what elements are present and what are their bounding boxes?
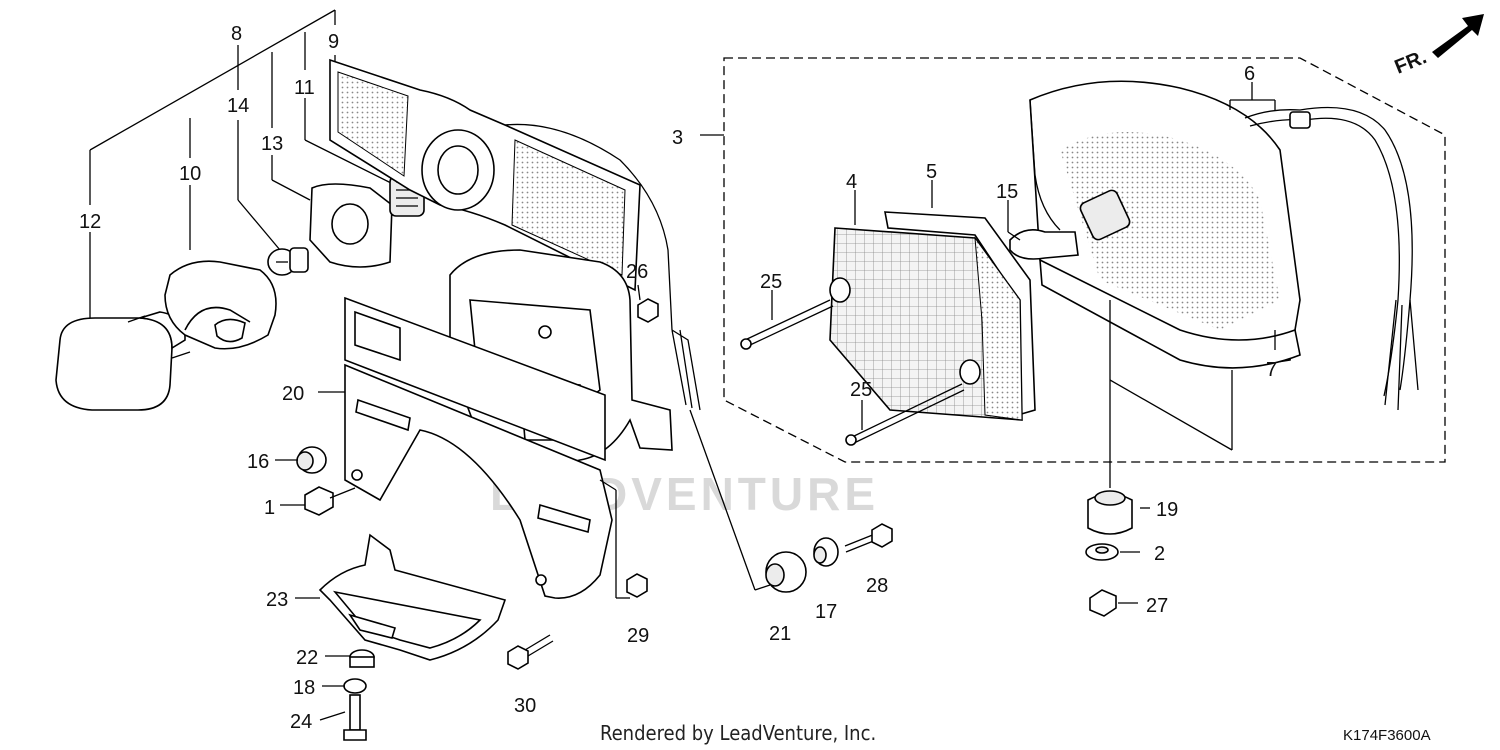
callout-1: 1	[264, 497, 275, 519]
lens-screw-upper	[740, 290, 834, 350]
grommet-16	[296, 446, 327, 474]
callout-19: 19	[1156, 499, 1178, 521]
callout-16: 16	[247, 451, 269, 473]
mud-flap-plate	[318, 533, 507, 661]
callout-12: 12	[79, 211, 101, 233]
callout-9: 9	[328, 31, 339, 53]
callout-30: 30	[514, 695, 536, 717]
taillight-wiring	[1229, 82, 1419, 411]
callout-labels: 1 2 3 4 5 6 7 8 9 10 11 12 13 14 15 16 1…	[79, 23, 1277, 733]
callout-8: 8	[231, 23, 242, 45]
screw-24	[343, 694, 367, 741]
turn-signal-lens	[55, 311, 191, 411]
callout-29: 29	[627, 625, 649, 647]
callout-20: 20	[282, 383, 304, 405]
bulb	[267, 247, 309, 276]
callout-10: 10	[179, 163, 201, 185]
diagram-code: K174F3600A	[1343, 727, 1431, 744]
callout-5: 5	[926, 161, 937, 183]
turn-signal-housing	[164, 260, 277, 350]
nut-29	[626, 573, 648, 598]
callout-2: 2	[1154, 543, 1165, 565]
callout-6: 6	[1244, 63, 1255, 85]
washer-18	[343, 678, 367, 694]
callout-25-lower: 25	[850, 379, 872, 401]
callout-24: 24	[290, 711, 312, 733]
direction-label: FR.	[1392, 46, 1430, 78]
callout-25-upper: 25	[760, 271, 782, 293]
center-leader-lines	[275, 284, 771, 721]
rubber-mount-19	[1087, 490, 1150, 535]
footer-credit: Rendered by LeadVenture, Inc.	[600, 721, 876, 745]
callout-4: 4	[846, 171, 857, 193]
callout-11: 11	[294, 77, 315, 99]
nut-27	[1089, 589, 1138, 617]
collar-22	[349, 649, 375, 668]
callout-13: 13	[261, 133, 283, 155]
grommet-21	[765, 551, 807, 593]
bolt-28	[844, 523, 893, 553]
gasket-plate	[309, 183, 393, 268]
bolt-1	[304, 486, 356, 516]
callout-7: 7	[1266, 359, 1277, 381]
callout-28: 28	[866, 575, 888, 597]
lens-seal-20	[344, 296, 606, 462]
callout-22: 22	[296, 647, 318, 669]
collar-17	[813, 537, 839, 567]
callout-21: 21	[769, 623, 791, 645]
callout-23: 23	[266, 589, 288, 611]
nut-26	[637, 298, 659, 323]
callout-17: 17	[815, 601, 837, 623]
license-bracket	[344, 363, 613, 599]
taillight-base	[1029, 80, 1301, 369]
reflector-assembly	[329, 58, 701, 411]
taillight-dashed-outline	[700, 57, 1446, 463]
callout-15: 15	[996, 181, 1018, 203]
callout-26: 26	[626, 261, 648, 283]
callout-3: 3	[672, 127, 683, 149]
callout-27: 27	[1146, 595, 1168, 617]
left-bracket-lines	[89, 9, 396, 320]
lens-screw-lower	[845, 383, 965, 446]
callout-14: 14	[227, 95, 249, 117]
front-direction-arrow: FR.	[1392, 14, 1484, 79]
bolt-30	[507, 634, 554, 670]
taillight-bulb	[1007, 189, 1131, 260]
taillight-lens	[829, 190, 1023, 421]
callout-18: 18	[293, 677, 315, 699]
washer-2	[1085, 543, 1140, 561]
right-leader-lines	[1109, 300, 1276, 488]
